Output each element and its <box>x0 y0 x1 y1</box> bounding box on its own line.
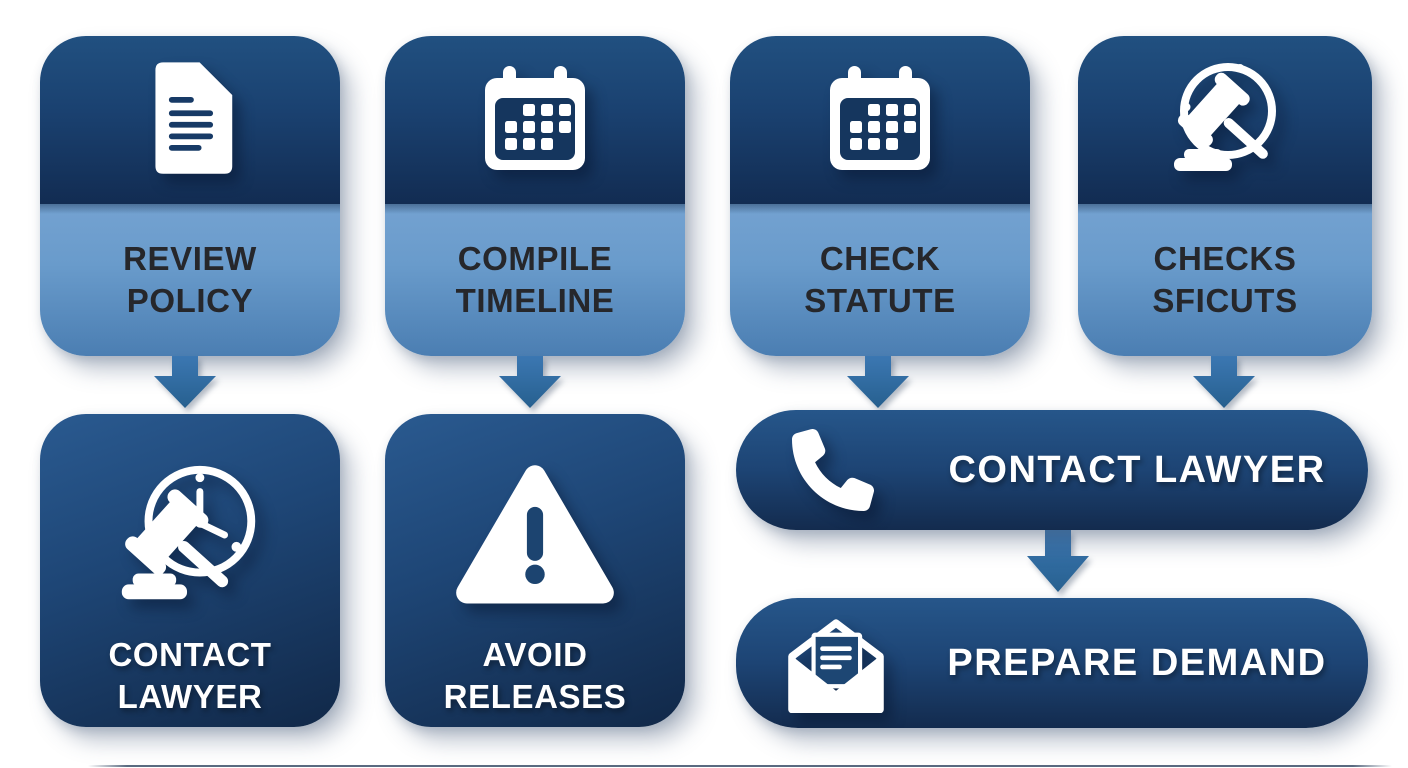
card-check-statute: CHECK STATUTE <box>730 36 1030 356</box>
gavel-clock-icon <box>121 465 256 600</box>
card-avoid-releases: AVOID RELEASES <box>385 414 685 727</box>
card-label-panel: CHECKS SFICUTS <box>1078 204 1372 356</box>
flow-arrow-down <box>154 356 216 408</box>
card-label: COMPILE TIMELINE <box>455 240 615 319</box>
pill-prepare-demand: PREPARE DEMAND <box>736 598 1368 728</box>
flow-arrow-down <box>1193 356 1255 408</box>
gavel-icon <box>1174 63 1276 171</box>
card-icon-panel <box>40 36 340 204</box>
card-review-policy: REVIEW POLICY <box>40 36 340 356</box>
card-label-panel: CHECK STATUTE <box>730 204 1030 356</box>
card-label-panel: REVIEW POLICY <box>40 204 340 356</box>
phone-icon <box>792 429 874 511</box>
card-icon-panel <box>106 442 274 630</box>
pill-icon-panel <box>782 598 890 728</box>
document-icon <box>155 62 233 174</box>
pill-icon-panel <box>792 410 874 530</box>
card-contact-lawyer: CONTACT LAWYER <box>40 414 340 727</box>
card-icon-panel <box>385 36 685 204</box>
card-label: AVOID RELEASES <box>443 636 627 715</box>
flow-arrow-down <box>1027 530 1089 592</box>
card-label: CHECKS SFICUTS <box>1152 240 1298 319</box>
pill-contact-lawyer: CONTACT LAWYER <box>736 410 1368 530</box>
card-icon-panel <box>730 36 1030 204</box>
card-label: REVIEW POLICY <box>123 240 257 319</box>
flow-arrow-down <box>847 356 909 408</box>
pill-label: PREPARE DEMAND <box>947 641 1327 684</box>
flow-arrow-down <box>499 356 561 408</box>
warning-icon <box>456 465 614 604</box>
card-icon-panel <box>454 442 616 630</box>
calendar-icon <box>485 66 585 170</box>
calendar-icon <box>830 66 930 170</box>
card-compile-timeline: COMPILE TIMELINE <box>385 36 685 356</box>
bottom-hairline <box>88 765 1392 767</box>
card-icon-panel <box>1078 36 1372 204</box>
card-checks-sficuts: CHECKS SFICUTS <box>1078 36 1372 356</box>
card-label-panel: COMPILE TIMELINE <box>385 204 685 356</box>
card-label: CONTACT LAWYER <box>108 636 272 715</box>
card-label: CHECK STATUTE <box>804 240 956 319</box>
pill-label: CONTACT LAWYER <box>948 448 1326 491</box>
open-envelope-icon <box>788 619 884 713</box>
